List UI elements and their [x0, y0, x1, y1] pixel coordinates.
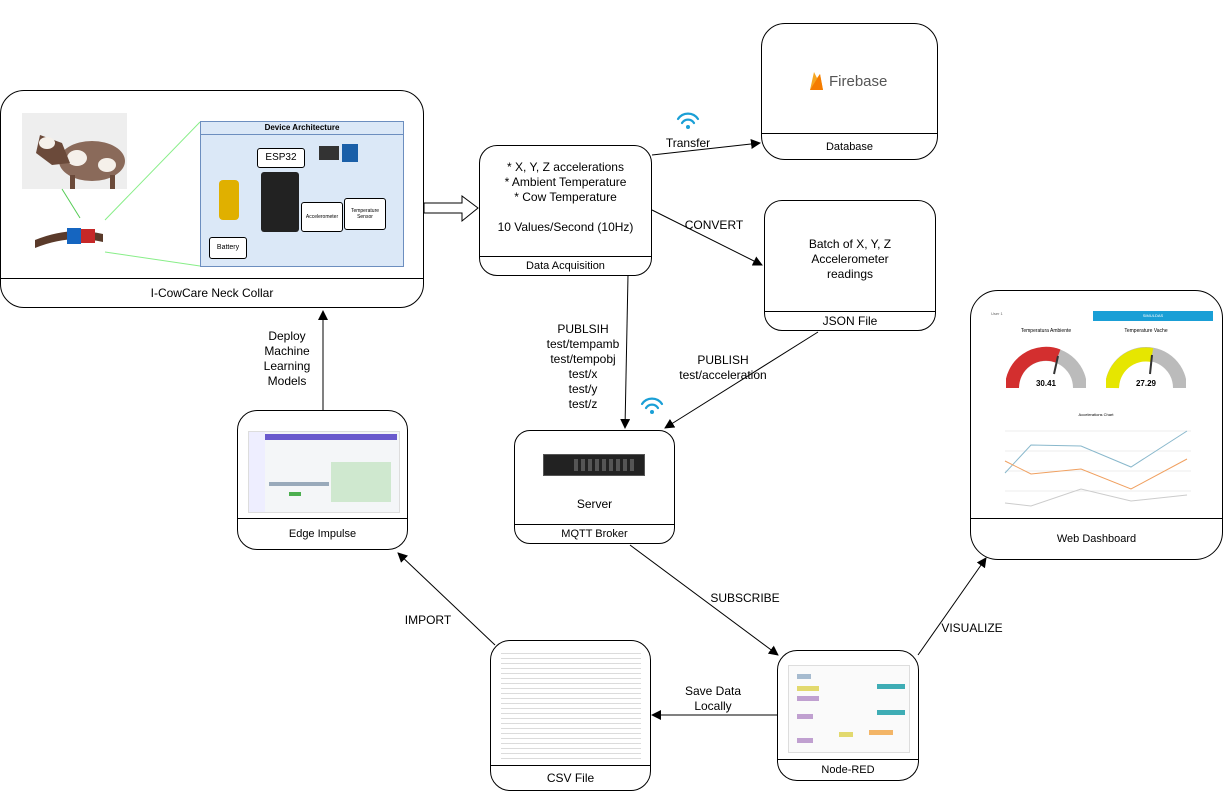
data-acquisition-node: * X, Y, Z accelerations * Ambient Temper…	[479, 145, 652, 276]
firebase-brand: Firebase	[829, 72, 888, 90]
temp-sensor-board	[342, 144, 358, 162]
csv-preview	[501, 653, 641, 761]
acq-text: * X, Y, Z accelerations * Ambient Temper…	[497, 160, 634, 234]
subscribe-label: SUBSCRIBE	[710, 591, 780, 605]
gauge2-title: Temperature Vache	[1124, 328, 1168, 334]
json-file-node: Batch of X, Y, Z Accelerometer readings …	[764, 200, 936, 331]
sensor-board	[319, 146, 339, 160]
mqtt-broker-node: Server MQTT Broker	[514, 430, 675, 544]
json-caption: JSON File	[765, 311, 935, 330]
accel-chart	[1004, 430, 1191, 507]
save-label: Save Data Locally	[684, 684, 742, 713]
collar-to-acq-arrow	[423, 195, 479, 223]
edge-impulse-node: Edge Impulse	[237, 410, 408, 550]
battery-cell	[219, 180, 239, 220]
node-red-flow	[788, 665, 910, 753]
edge-impulse-screenshot	[248, 431, 400, 513]
esp32-board	[261, 172, 299, 232]
visualize-edge	[917, 557, 987, 656]
esp32-label: ESP32	[257, 148, 305, 168]
mqtt-caption: MQTT Broker	[515, 524, 674, 543]
battery-label: Battery	[209, 237, 247, 259]
collar-image	[33, 220, 105, 252]
web-caption: Web Dashboard	[971, 518, 1222, 559]
wifi-icon	[640, 397, 664, 410]
publish-accel-edge	[664, 331, 819, 429]
accelerometer-label: Accelerometer	[301, 202, 343, 232]
server-label: Server	[576, 497, 613, 511]
csv-file-node: CSV File	[490, 640, 651, 791]
collar-caption: I-CowCare Neck Collar	[1, 278, 423, 307]
temperature-sensor-label: Temperature Sensor	[344, 198, 386, 230]
import-edge	[397, 552, 496, 646]
publish-topics-label: PUBLSIH test/tempamb test/tempobj test/x…	[546, 322, 620, 411]
dashboard-tab-user: User 1	[991, 311, 1003, 316]
cow-image	[22, 113, 127, 189]
convert-edge	[651, 209, 763, 266]
import-label: IMPORT	[404, 613, 452, 627]
gauge1-value: 30.41	[1035, 379, 1057, 388]
json-text: Batch of X, Y, Z Accelerometer readings	[808, 237, 892, 281]
acq-caption: Data Acquisition	[480, 256, 651, 275]
csv-caption: CSV File	[491, 765, 650, 790]
transfer-edge	[651, 139, 761, 156]
deploy-label: Deploy Machine Learning Models	[263, 329, 311, 388]
gauge-cow	[1106, 347, 1186, 389]
wifi-icon	[676, 112, 700, 125]
device-architecture-title: Device Architecture	[201, 122, 403, 135]
publish-topics-edge	[620, 274, 631, 429]
server-image	[543, 454, 645, 476]
convert-label: CONVERT	[684, 218, 744, 232]
dashboard-tab-active: SIMULDAS	[1093, 311, 1213, 321]
gauge2-value: 27.29	[1135, 379, 1157, 388]
gauge1-title: Temperatura Ambiente	[1020, 328, 1072, 334]
node-red-node: Node-RED	[777, 650, 919, 781]
visualize-label: VISUALIZE	[941, 621, 1003, 635]
publish-accel-label: PUBLISH test/acceleration	[679, 353, 767, 382]
edge-caption: Edge Impulse	[238, 518, 407, 549]
node-red-caption: Node-RED	[778, 759, 918, 780]
database-node: Firebase Database	[761, 23, 938, 160]
db-caption: Database	[762, 133, 937, 159]
device-architecture-panel: Device Architecture ESP32 Accelerometer …	[200, 121, 404, 267]
subscribe-edge	[629, 544, 779, 656]
firebase-icon	[810, 72, 823, 90]
transfer-label: Transfer	[665, 136, 711, 150]
accel-chart-title: Accelerations Chart	[1078, 412, 1114, 417]
firebase-logo: Firebase	[808, 70, 887, 92]
web-dashboard-node: User 1 SIMULDAS Temperatura Ambiente Tem…	[970, 290, 1223, 560]
gauge-ambient	[1006, 346, 1086, 389]
